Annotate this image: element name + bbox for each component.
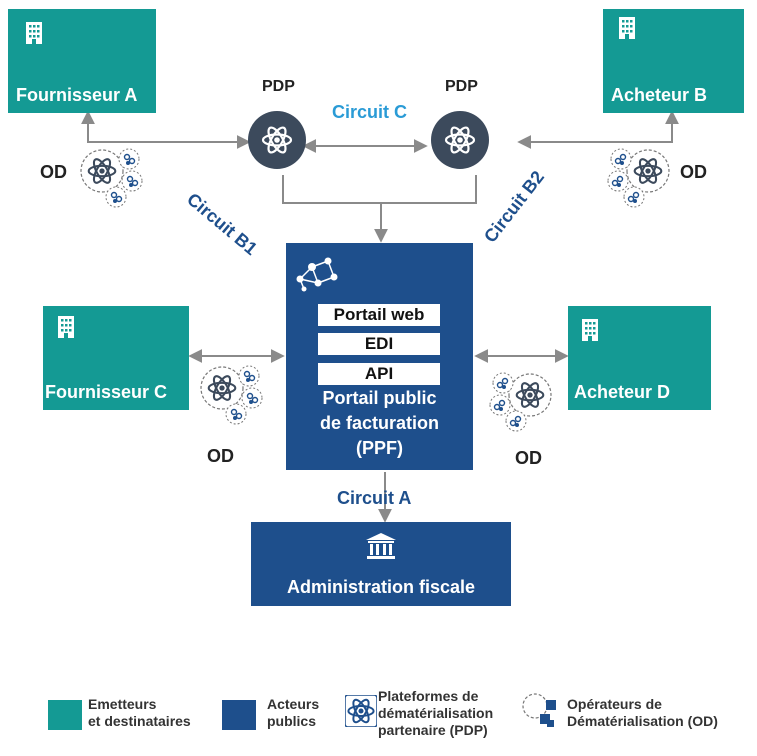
legend-od-line1: Opérateurs de xyxy=(567,696,662,712)
building-icon xyxy=(582,319,598,341)
administration-fiscale-box: Administration fiscale xyxy=(251,522,511,606)
ppf-title: Portail public de facturation (PPF) xyxy=(286,386,473,461)
legend-pdp-line3: partenaire (PDP) xyxy=(378,722,488,738)
legend-emetteurs: Emetteurs et destinataires xyxy=(88,696,191,730)
network-icon xyxy=(296,257,338,292)
legend-pdp: Plateformes de dématérialisation partena… xyxy=(378,688,493,739)
bank-icon xyxy=(366,533,396,559)
ppf-title-line1: Portail public xyxy=(322,388,437,408)
od-cluster-top-left xyxy=(76,143,156,223)
ppf-item-edi: EDI xyxy=(318,333,440,355)
legend-pdp-line1: Plateformes de xyxy=(378,688,479,704)
acheteur-d-label: Acheteur D xyxy=(574,382,671,402)
fournisseur-a-label: Fournisseur A xyxy=(16,85,138,105)
od-label-mid-left: OD xyxy=(207,446,234,466)
fournisseur-c-box: Fournisseur C xyxy=(43,306,189,410)
legend-od-icon xyxy=(522,693,556,727)
circuit-a-label: Circuit A xyxy=(337,488,412,508)
legend-emetteurs-line1: Emetteurs xyxy=(88,696,157,712)
pdp-left-label: PDP xyxy=(262,78,295,95)
circuit-c-label: Circuit C xyxy=(332,102,408,122)
od-label-mid-right: OD xyxy=(515,448,542,468)
legend-swatch-acteurs xyxy=(222,700,256,730)
legend-od-line2: Dématérialisation (OD) xyxy=(567,713,718,729)
od-cluster-mid-left xyxy=(196,360,276,440)
legend-pdp-icon xyxy=(345,695,377,727)
pdp-right-label: PDP xyxy=(445,78,478,95)
od-cluster-top-right xyxy=(598,143,678,223)
fournisseur-c-label: Fournisseur C xyxy=(45,382,168,402)
ppf-item-api: API xyxy=(318,363,440,385)
legend-acteurs-line2: publics xyxy=(267,713,317,729)
ppf-box: Portail web EDI API Portail public de fa… xyxy=(286,243,473,470)
legend-swatch-emetteurs xyxy=(48,700,82,730)
acheteur-b-label: Acheteur B xyxy=(611,85,708,105)
building-icon xyxy=(619,17,635,39)
legend-acteurs-line1: Acteurs xyxy=(267,696,320,712)
pdp-right-node xyxy=(431,111,489,169)
legend-emetteurs-line2: et destinataires xyxy=(88,713,191,729)
building-icon xyxy=(26,22,42,44)
od-label-top-right: OD xyxy=(680,162,707,182)
od-label-top-left: OD xyxy=(40,162,67,182)
administration-fiscale-label: Administration fiscale xyxy=(286,577,476,597)
ppf-title-line3: (PPF) xyxy=(356,438,403,458)
legend-acteurs: Acteurs publics xyxy=(267,696,319,730)
acheteur-d-box: Acheteur D xyxy=(568,306,711,410)
fournisseur-a-box: Fournisseur A xyxy=(8,9,156,113)
od-cluster-mid-right xyxy=(480,367,560,447)
legend-od: Opérateurs de Dématérialisation (OD) xyxy=(567,696,718,730)
acheteur-b-box: Acheteur B xyxy=(603,9,744,113)
ppf-title-line2: de facturation xyxy=(319,413,439,433)
ppf-item-portail-web: Portail web xyxy=(318,304,440,326)
legend-pdp-line2: dématérialisation xyxy=(378,705,494,721)
pdp-left-node xyxy=(248,111,306,169)
building-icon xyxy=(58,316,74,338)
